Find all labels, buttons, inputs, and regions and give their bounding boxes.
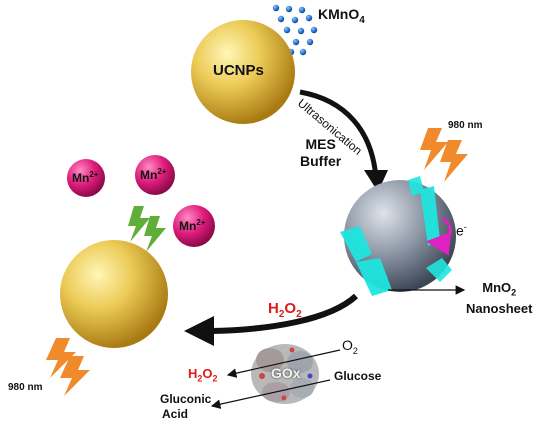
mn-ion-2-label: Mn2+ xyxy=(140,167,167,182)
mn-ion-2 xyxy=(135,155,175,195)
electron-label: e- xyxy=(456,222,467,239)
o2-label: O2 xyxy=(342,337,358,356)
ultrasonication-arrow xyxy=(299,89,379,179)
h2o2-reduction-arrowhead xyxy=(184,316,214,346)
h2o2-product-label: H2O2 xyxy=(188,366,218,384)
h2o2-arrow-label: H2O2 xyxy=(268,300,302,320)
ucnp-restored-sphere xyxy=(60,240,168,348)
mn-ion-3 xyxy=(173,205,215,247)
glucose-to-gluconic-arrow xyxy=(210,379,331,409)
kmno4-label: KMnO4 xyxy=(318,6,365,26)
o2-to-h2o2-arrow xyxy=(226,349,341,378)
ucnps-sphere xyxy=(191,20,295,124)
ultrasonication-arrowhead xyxy=(364,170,388,192)
glucose-label: Glucose xyxy=(334,369,382,383)
gox-label: GOx xyxy=(271,365,301,381)
mno2-nanosheet-label: MnO2 Nanosheet xyxy=(466,280,533,316)
electron-transfer-arrow xyxy=(426,216,452,256)
laser-bolts-bottom-icon xyxy=(46,338,90,396)
mn-ion-1 xyxy=(67,159,105,197)
laser-bolts-top-icon xyxy=(420,128,468,182)
mno2-coated-ucnp xyxy=(340,176,456,296)
ucnps-label: UCNPs xyxy=(213,62,264,79)
mes-buffer-label: MES Buffer xyxy=(300,136,342,169)
gluconic-acid-label: Gluconic Acid xyxy=(160,392,212,421)
kmno4-particles xyxy=(272,4,318,56)
laser-980nm-top-label: 980 nm xyxy=(448,120,483,131)
laser-980nm-bottom-label: 980 nm xyxy=(8,382,43,393)
mn-ion-3-label: Mn2+ xyxy=(179,218,206,233)
mn-ion-1-label: Mn2+ xyxy=(72,170,99,185)
h2o2-reduction-arrow xyxy=(209,293,359,334)
emission-bolts-icon xyxy=(128,206,166,252)
